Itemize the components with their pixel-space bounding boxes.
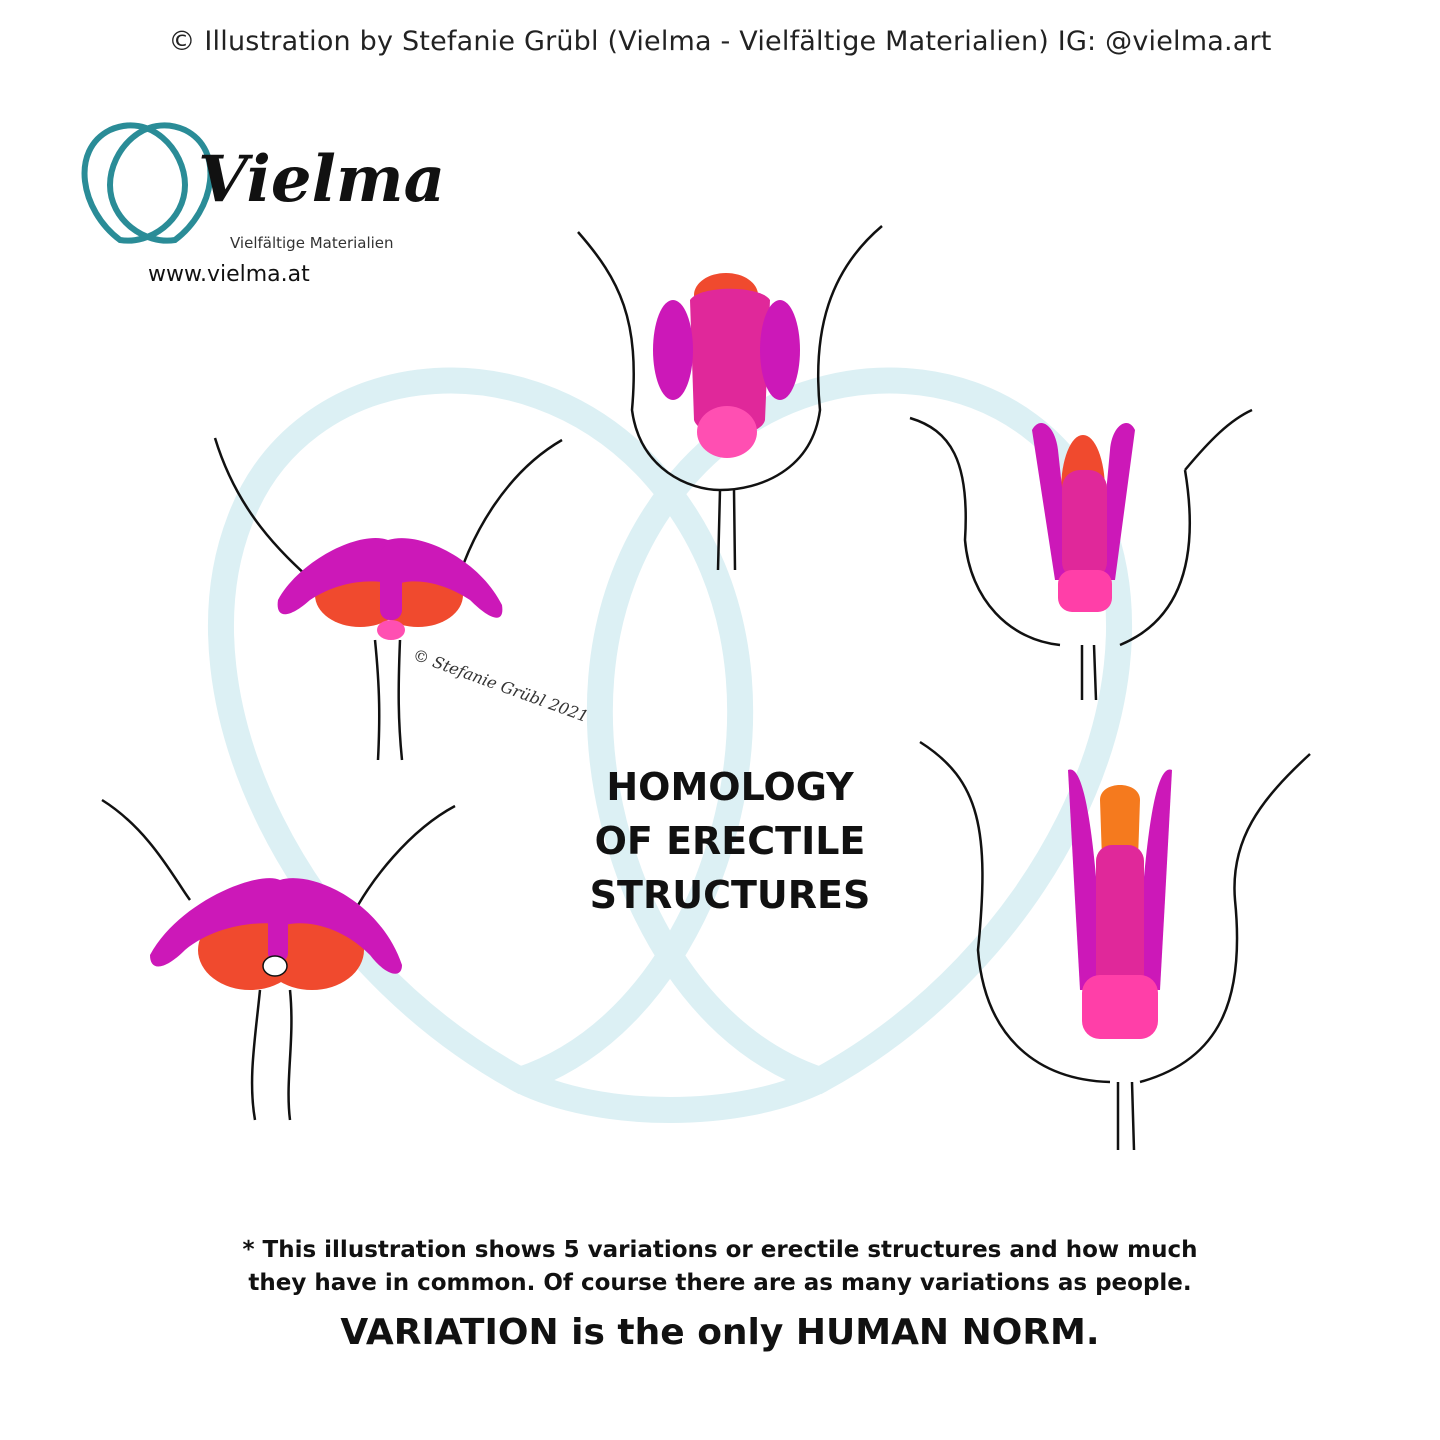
figure-5 bbox=[919, 740, 1311, 1151]
credit-line: © Illustration by Stefanie Grübl (Vielma… bbox=[168, 26, 1272, 57]
logo-tagline: Vielfältige Materialien bbox=[230, 234, 394, 252]
website-link[interactable]: www.vielma.at bbox=[148, 262, 310, 287]
footnote-line: they have in common. Of course there are… bbox=[248, 1270, 1192, 1296]
footnote-line: * This illustration shows 5 variations o… bbox=[242, 1237, 1198, 1263]
page-title: HOMOLOGY OF ERECTILE STRUCTURES bbox=[560, 760, 900, 922]
footnote: * This illustration shows 5 variations o… bbox=[0, 1234, 1440, 1300]
watermark-logo-icon bbox=[208, 367, 1132, 1123]
figure-4 bbox=[101, 798, 456, 1121]
figure-3 bbox=[909, 408, 1253, 701]
figure-2 bbox=[577, 225, 883, 571]
title-line: HOMOLOGY bbox=[606, 765, 854, 809]
motto: VARIATION is the only HUMAN NORM. bbox=[340, 1312, 1100, 1353]
figure-1 bbox=[213, 437, 563, 761]
logo-wordmark: Vielma bbox=[198, 142, 446, 217]
title-line: STRUCTURES bbox=[589, 873, 871, 917]
vielma-logo-icon bbox=[81, 122, 214, 244]
title-line: OF ERECTILE bbox=[594, 819, 866, 863]
